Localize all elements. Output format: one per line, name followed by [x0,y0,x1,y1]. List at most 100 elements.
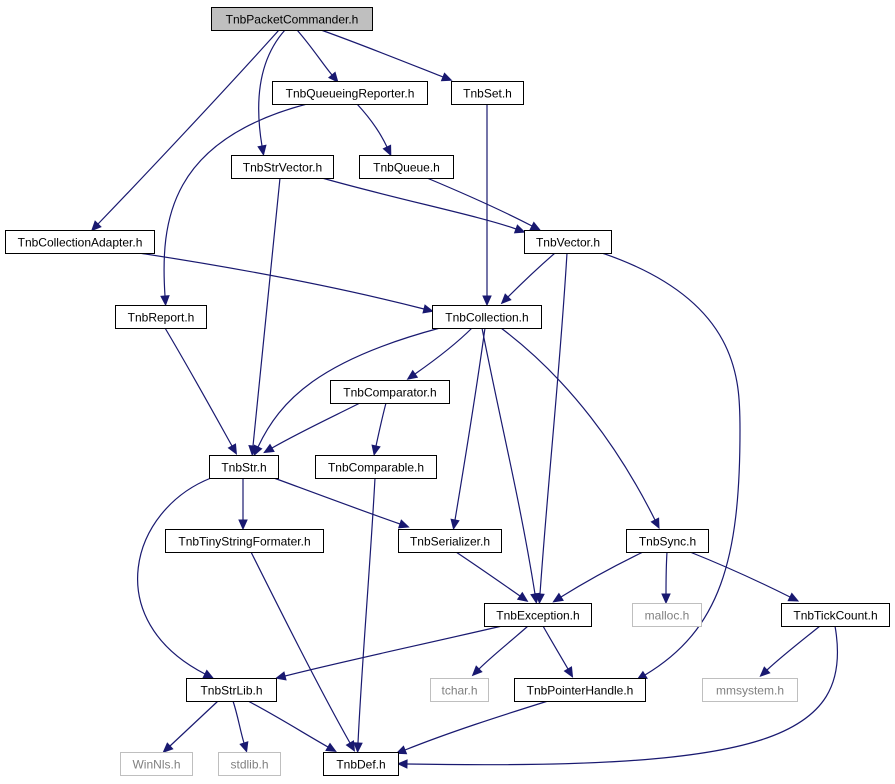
node-box[interactable] [359,155,454,179]
node-box[interactable] [451,81,524,105]
node-str[interactable]: TnbStr.h [209,455,279,479]
node-box[interactable] [211,7,373,31]
node-box[interactable] [484,603,592,627]
edge-packetcommander-to-strvector [257,29,286,157]
node-box[interactable] [315,455,437,479]
node-box[interactable] [209,455,279,479]
node-set[interactable]: TnbSet.h [451,81,524,105]
node-vector[interactable]: TnbVector.h [524,230,612,254]
node-exception[interactable]: TnbException.h [484,603,592,627]
edge-line [542,625,569,670]
edge-comparator-to-comparable [371,402,387,457]
edge-tinystringformater-to-def [250,551,355,752]
node-label: TnbTickCount.h [793,609,877,623]
node-pointerhandle[interactable]: TnbPointerHandle.h [514,678,646,702]
node-box[interactable] [702,678,798,702]
arrowhead-icon [202,669,215,679]
node-box[interactable] [781,603,890,627]
arrowhead-icon [253,444,263,457]
node-box[interactable] [524,230,612,254]
node-box[interactable] [626,529,709,553]
node-box[interactable] [514,678,646,702]
edge-line [232,700,245,744]
node-comparator[interactable]: TnbComparator.h [330,380,450,404]
edge-line [163,103,308,297]
node-packetcommander[interactable]: TnbPacketCommander.h [211,7,373,31]
node-tickcount[interactable]: TnbTickCount.h [781,603,890,627]
edges-layer [90,29,839,769]
node-label: stdlib.h [230,758,268,772]
node-tchar[interactable]: tchar.h [430,678,489,702]
edge-tickcount-to-mmsystem [759,625,821,677]
edge-comparable-to-def [353,477,376,754]
edge-exception-to-strlib [275,625,503,681]
arrowhead-icon [650,517,660,530]
node-label: tchar.h [441,684,477,698]
edge-line [500,327,656,521]
node-malloc[interactable]: malloc.h [632,603,702,627]
arrowhead-icon [529,221,542,231]
arrowhead-icon [530,592,540,605]
node-box[interactable] [272,81,428,105]
node-stdlib[interactable]: stdlib.h [218,752,281,776]
node-sync[interactable]: TnbSync.h [626,529,709,553]
node-box[interactable] [632,603,702,627]
node-box[interactable] [330,380,450,404]
node-box[interactable] [398,529,502,553]
edge-sync-to-tickcount [689,551,800,602]
node-report[interactable]: TnbReport.h [115,305,207,329]
edge-line [539,252,568,595]
edge-line [766,625,821,671]
arrowhead-icon [162,742,174,753]
node-label: TnbTinyStringFormater.h [178,535,310,549]
node-serializer[interactable]: TnbSerializer.h [398,529,502,553]
edge-line [169,700,219,747]
node-label: WinNls.h [132,758,180,772]
node-box[interactable] [323,752,399,776]
node-box[interactable] [186,678,277,702]
node-box[interactable] [231,155,334,179]
edge-line [257,327,441,448]
node-label: TnbVector.h [536,236,600,250]
edge-line [481,327,536,595]
node-box[interactable] [432,305,542,329]
edge-line [321,177,517,230]
arrowhead-icon [275,671,287,681]
node-def[interactable]: TnbDef.h [323,752,399,776]
edge-queue-to-vector [426,177,542,231]
node-box[interactable] [430,678,489,702]
node-label: TnbQueueingReporter.h [286,87,415,101]
edge-line [357,477,376,744]
arrowhead-icon [263,443,275,454]
node-collectionadapter[interactable]: TnbCollectionAdapter.h [5,230,155,254]
edge-line [258,29,286,147]
node-queue[interactable]: TnbQueue.h [359,155,454,179]
arrowhead-icon [90,220,102,232]
node-box[interactable] [218,752,281,776]
node-queueingreporter[interactable]: TnbQueueingReporter.h [272,81,428,105]
arrowhead-icon [787,592,800,602]
node-winnls[interactable]: WinNls.h [120,752,193,776]
node-box[interactable] [115,305,207,329]
node-label: TnbException.h [496,609,579,623]
node-label: TnbCollectionAdapter.h [18,236,143,250]
arrowhead-icon [227,443,238,455]
arrowhead-icon [450,518,460,531]
node-box[interactable] [120,752,193,776]
node-strlib[interactable]: TnbStrLib.h [186,678,277,702]
node-mmsystem[interactable]: mmsystem.h [702,678,798,702]
edge-line [356,103,388,148]
edge-line [560,551,644,598]
node-box[interactable] [5,230,155,254]
node-tinystringformater[interactable]: TnbTinyStringFormater.h [165,529,324,553]
edge-line [247,700,329,748]
edge-str-to-tinystringformater [238,478,248,531]
arrowhead-icon [661,593,671,605]
edge-line [426,177,533,227]
node-strvector[interactable]: TnbStrVector.h [231,155,334,179]
node-collection[interactable]: TnbCollection.h [432,305,542,329]
node-label: TnbCollection.h [445,311,528,325]
node-comparable[interactable]: TnbComparable.h [315,455,437,479]
node-box[interactable] [165,529,324,553]
node-label: TnbComparable.h [328,461,424,475]
